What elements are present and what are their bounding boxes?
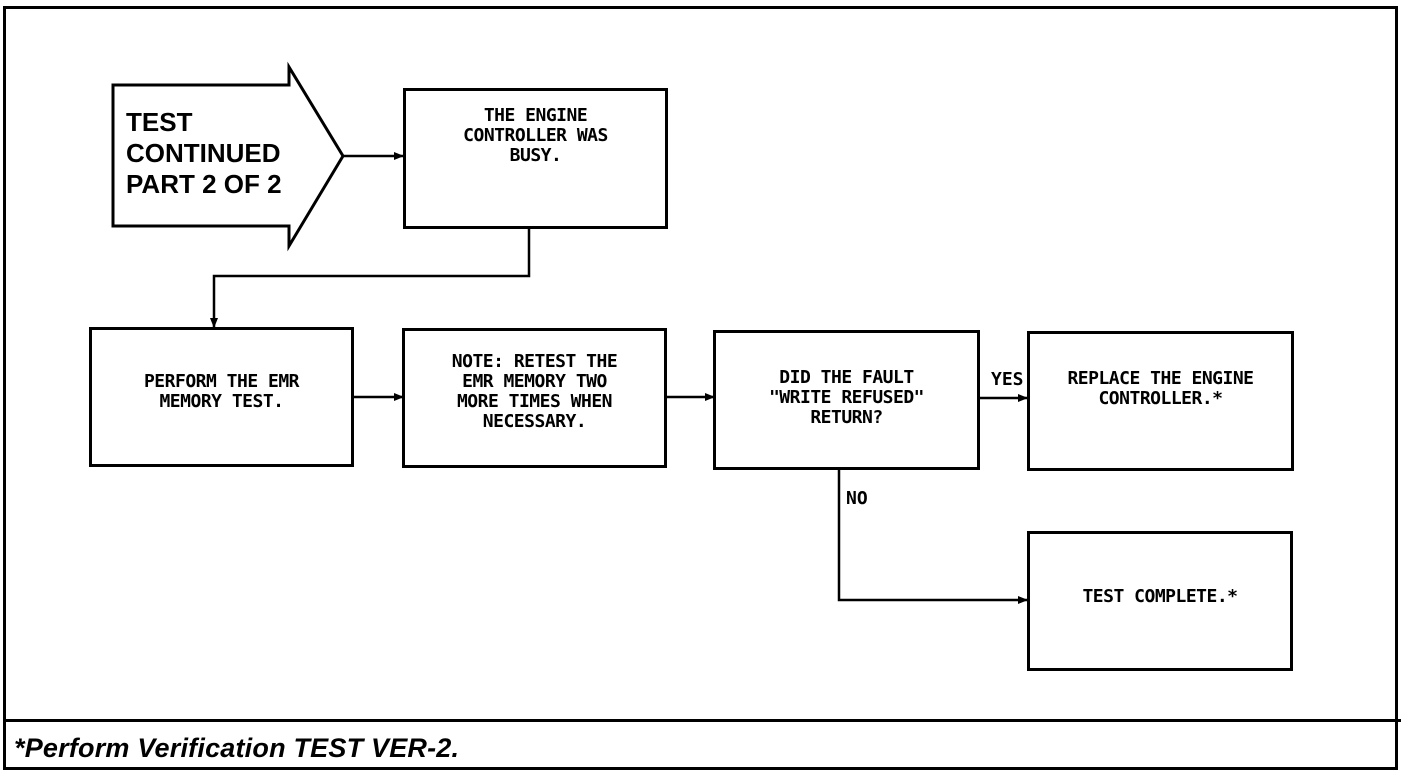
node-fault-question-text: DID THE FAULT "WRITE REFUSED" RETURN? xyxy=(768,367,925,428)
footer-divider xyxy=(3,719,1401,722)
start-arrow-shape xyxy=(111,61,345,252)
start-marker-label: TEST CONTINUED PART 2 OF 2 xyxy=(126,107,282,199)
node-test-complete-text: TEST COMPLETE.* xyxy=(1082,585,1238,607)
connector-question-to-complete xyxy=(837,467,1028,604)
node-test-complete: TEST COMPLETE.* xyxy=(1027,531,1293,671)
branch-label-yes: YES xyxy=(991,369,1024,390)
connector-busy-to-perform xyxy=(210,227,531,328)
footnote-text: *Perform Verification TEST VER-2. xyxy=(14,733,460,763)
node-controller-busy: THE ENGINE CONTROLLER WAS BUSY. xyxy=(403,88,668,229)
node-perform-emr-test: PERFORM THE EMR MEMORY TEST. xyxy=(89,327,354,467)
node-fault-question: DID THE FAULT "WRITE REFUSED" RETURN? xyxy=(713,330,980,470)
node-replace-controller: REPLACE THE ENGINE CONTROLLER.* xyxy=(1027,331,1294,471)
node-replace-controller-text: REPLACE THE ENGINE CONTROLLER.* xyxy=(1067,367,1254,409)
node-note-retest-text: NOTE: RETEST THE EMR MEMORY TWO MORE TIM… xyxy=(451,350,618,432)
diagram-frame xyxy=(3,6,1398,770)
node-note-retest: NOTE: RETEST THE EMR MEMORY TWO MORE TIM… xyxy=(402,328,667,468)
node-controller-busy-text: THE ENGINE CONTROLLER WAS BUSY. xyxy=(463,104,608,166)
node-perform-emr-test-text: PERFORM THE EMR MEMORY TEST. xyxy=(143,371,300,412)
branch-label-no: NO xyxy=(846,488,868,509)
